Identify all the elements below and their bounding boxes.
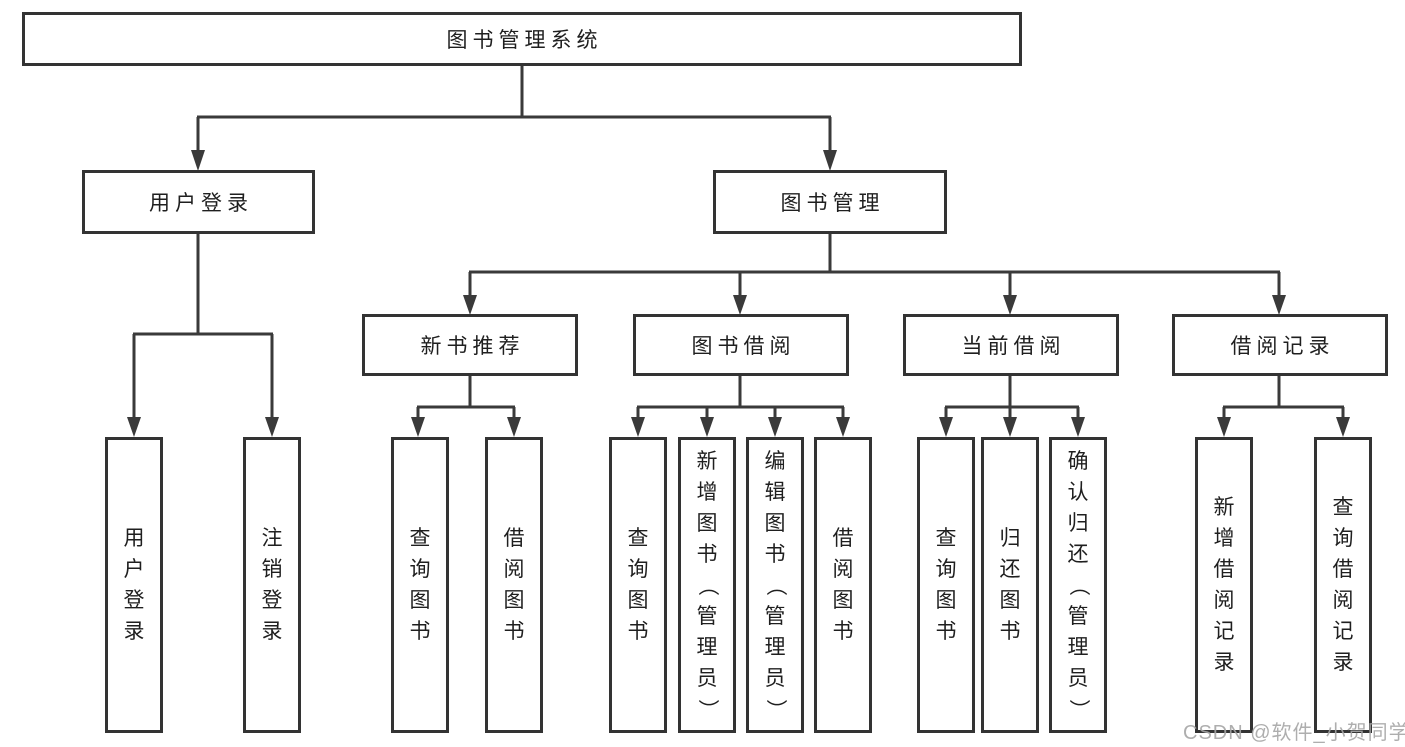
node-user-login: 用户登录 — [82, 170, 315, 234]
arrowhead — [1272, 295, 1286, 315]
connector-new-book-recommend-to-leaves — [416, 376, 516, 420]
leaf-rec-query-book: 查询图书 — [391, 437, 449, 733]
arrowhead — [1336, 417, 1350, 437]
connector-book-borrow-to-leaves — [636, 376, 845, 420]
node-user-login-label: 用户登录 — [149, 192, 253, 215]
node-current-borrow: 当前借阅 — [903, 314, 1119, 376]
node-root: 图书管理系统 — [22, 12, 1022, 66]
node-book-management: 图书管理 — [713, 170, 947, 234]
leaf-cb-query-book-label: 查询图书 — [935, 527, 957, 643]
leaf-user-login-label: 用户登录 — [123, 527, 145, 643]
leaf-br-query-record: 查询借阅记录 — [1314, 437, 1372, 733]
arrowhead — [191, 150, 205, 171]
leaf-user-login: 用户登录 — [105, 437, 163, 733]
connector-paths — [132, 66, 1345, 420]
leaf-br-query-record-label: 查询借阅记录 — [1332, 496, 1354, 674]
leaf-bb-edit-book-label: 编辑图书（管理员） — [763, 449, 787, 720]
leaf-rec-borrow-book-label: 借阅图书 — [503, 527, 525, 643]
connector-current-borrow-to-leaves — [944, 376, 1080, 420]
node-new-book-recommend: 新书推荐 — [362, 314, 578, 376]
node-current-borrow-label: 当前借阅 — [961, 335, 1066, 358]
leaf-cb-return-book: 归还图书 — [981, 437, 1039, 733]
arrowhead — [463, 295, 477, 315]
arrowhead — [631, 417, 645, 437]
arrowhead — [1071, 417, 1085, 437]
arrowhead — [733, 295, 747, 315]
leaf-br-add-record: 新增借阅记录 — [1195, 437, 1253, 733]
connector-user-login-to-leaves — [132, 234, 274, 420]
arrowhead — [411, 417, 425, 437]
leaf-logout-label: 注销登录 — [261, 527, 283, 643]
leaf-cb-return-book-label: 归还图书 — [999, 527, 1021, 643]
arrowhead — [1003, 417, 1017, 437]
arrowhead — [1003, 295, 1017, 315]
arrowheads — [127, 150, 1350, 437]
arrowhead — [1217, 417, 1231, 437]
node-root-label: 图书管理系统 — [446, 29, 603, 52]
leaf-bb-add-book: 新增图书（管理员） — [678, 437, 736, 733]
leaf-bb-query-book-label: 查询图书 — [627, 527, 649, 643]
leaf-bb-query-book: 查询图书 — [609, 437, 667, 733]
leaf-cb-confirm-return-label: 确认归还（管理员） — [1066, 449, 1090, 720]
leaf-rec-query-book-label: 查询图书 — [409, 527, 431, 643]
connector-book-management-to-level3 — [468, 234, 1281, 297]
leaf-bb-borrow-book-label: 借阅图书 — [832, 527, 854, 643]
leaf-bb-borrow-book: 借阅图书 — [814, 437, 872, 733]
arrowhead — [265, 417, 279, 437]
leaf-bb-add-book-label: 新增图书（管理员） — [695, 449, 719, 720]
arrowhead — [823, 150, 837, 171]
connector-root-to-level2 — [196, 66, 832, 152]
node-book-borrow-label: 图书借阅 — [691, 335, 796, 358]
node-book-borrow: 图书借阅 — [633, 314, 849, 376]
leaf-bb-edit-book: 编辑图书（管理员） — [746, 437, 804, 733]
arrowhead — [700, 417, 714, 437]
leaf-cb-query-book: 查询图书 — [917, 437, 975, 733]
arrowhead — [939, 417, 953, 437]
leaf-rec-borrow-book: 借阅图书 — [485, 437, 543, 733]
arrowhead — [836, 417, 850, 437]
node-borrow-records-label: 借阅记录 — [1230, 335, 1335, 358]
leaf-cb-confirm-return: 确认归还（管理员） — [1049, 437, 1107, 733]
csdn-watermark: CSDN @软件_小贺同学 — [1183, 722, 1405, 744]
node-new-book-recommend-label: 新书推荐 — [420, 335, 525, 358]
leaf-br-add-record-label: 新增借阅记录 — [1213, 496, 1235, 674]
node-borrow-records: 借阅记录 — [1172, 314, 1388, 376]
connector-borrow-records-to-leaves — [1222, 376, 1345, 420]
arrowhead — [507, 417, 521, 437]
leaf-logout: 注销登录 — [243, 437, 301, 733]
node-book-management-label: 图书管理 — [780, 192, 885, 215]
arrowhead — [127, 417, 141, 437]
arrowhead — [768, 417, 782, 437]
